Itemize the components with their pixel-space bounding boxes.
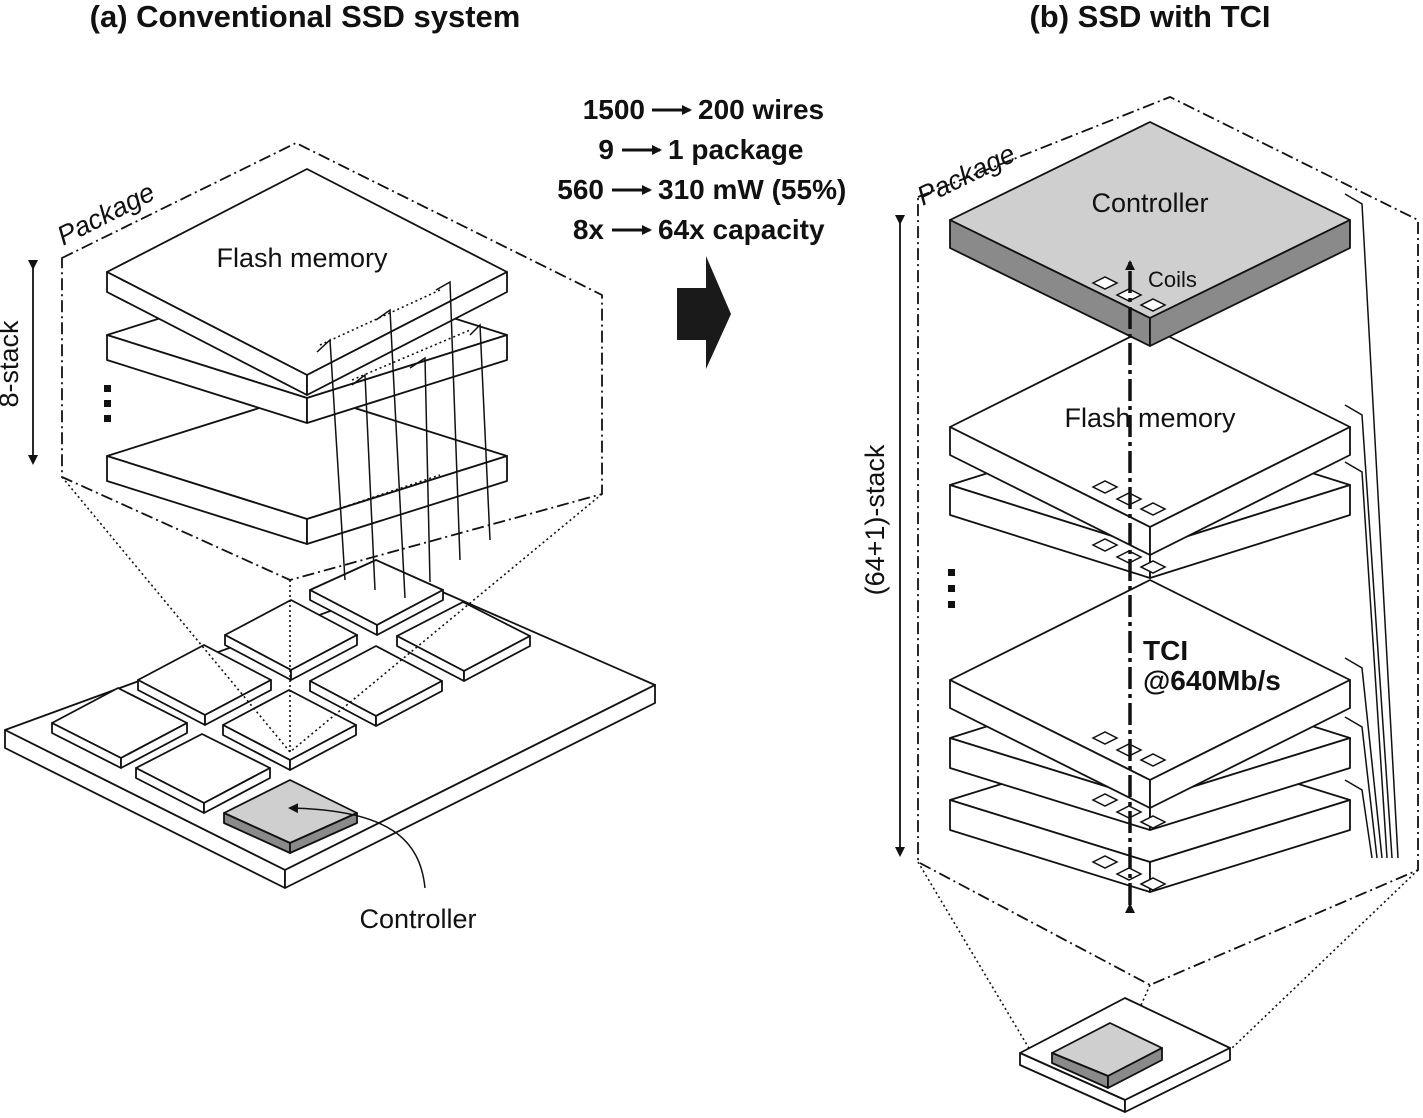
comparison-to: 200 wires	[698, 94, 824, 125]
bonding-wires-a	[316, 280, 491, 599]
board-package	[224, 599, 358, 681]
package-outline-a	[61, 141, 603, 581]
comparison-to: 310 mW (55%)	[658, 174, 846, 205]
tci-package-icon	[1019, 997, 1231, 1113]
panel-a-flash-label: Flash memory	[216, 243, 388, 273]
panel-b-controller-label: Controller	[1091, 188, 1208, 218]
power-wires-b	[1344, 193, 1399, 859]
comparison-to: 64x capacity	[658, 214, 825, 245]
stack-ellipsis-b	[948, 569, 955, 608]
comparison-to: 1 package	[668, 134, 803, 165]
flash-die	[949, 326, 1351, 556]
panel-a-title: (a) Conventional SSD system	[90, 0, 521, 34]
coils-label: Coils	[1148, 267, 1197, 292]
panel-a-stack-label: 8-stack	[0, 320, 24, 408]
comparison-from: 8x	[573, 214, 605, 245]
projection-lines-a	[61, 476, 603, 753]
comparison-list: 1500 200 wires 9 1 package 560 310 mW (5…	[557, 94, 846, 245]
comparison-row: 1500 200 wires	[583, 94, 824, 125]
panel-b-stack-label: (64+1)-stack	[860, 444, 890, 595]
stack-ellipsis-a	[104, 385, 111, 422]
board-package	[135, 733, 271, 814]
board-packages	[51, 559, 531, 814]
coil-set	[1091, 793, 1167, 829]
tci-rate-label: @640Mb/s	[1143, 665, 1281, 696]
comparison-row: 560 310 mW (55%)	[557, 174, 846, 205]
tci-label: TCI	[1143, 635, 1188, 666]
panel-a-controller-label: Controller	[359, 904, 476, 934]
board-package	[309, 645, 443, 727]
controller-die-b	[949, 121, 1351, 347]
board-package	[137, 644, 272, 726]
comparison-row: 8x 64x capacity	[573, 214, 825, 245]
flash-die	[949, 579, 1351, 809]
comparison-from: 9	[598, 134, 614, 165]
controller-pointer-arrow	[288, 803, 426, 889]
comparison-from: 560	[557, 174, 604, 205]
panel-a-package-label: Package	[52, 177, 159, 251]
flash-stack-b	[949, 326, 1351, 893]
board-package	[51, 687, 188, 769]
comparison-row: 9 1 package	[598, 134, 803, 165]
board-package	[396, 601, 531, 682]
panel-b-flash-label: Flash memory	[1064, 403, 1236, 433]
board-package	[309, 559, 444, 636]
comparison-from: 1500	[583, 94, 645, 125]
transition-arrow-icon	[677, 256, 731, 369]
flash-stack-a	[106, 168, 508, 545]
panel-b-title: (b) SSD with TCI	[1029, 0, 1270, 34]
